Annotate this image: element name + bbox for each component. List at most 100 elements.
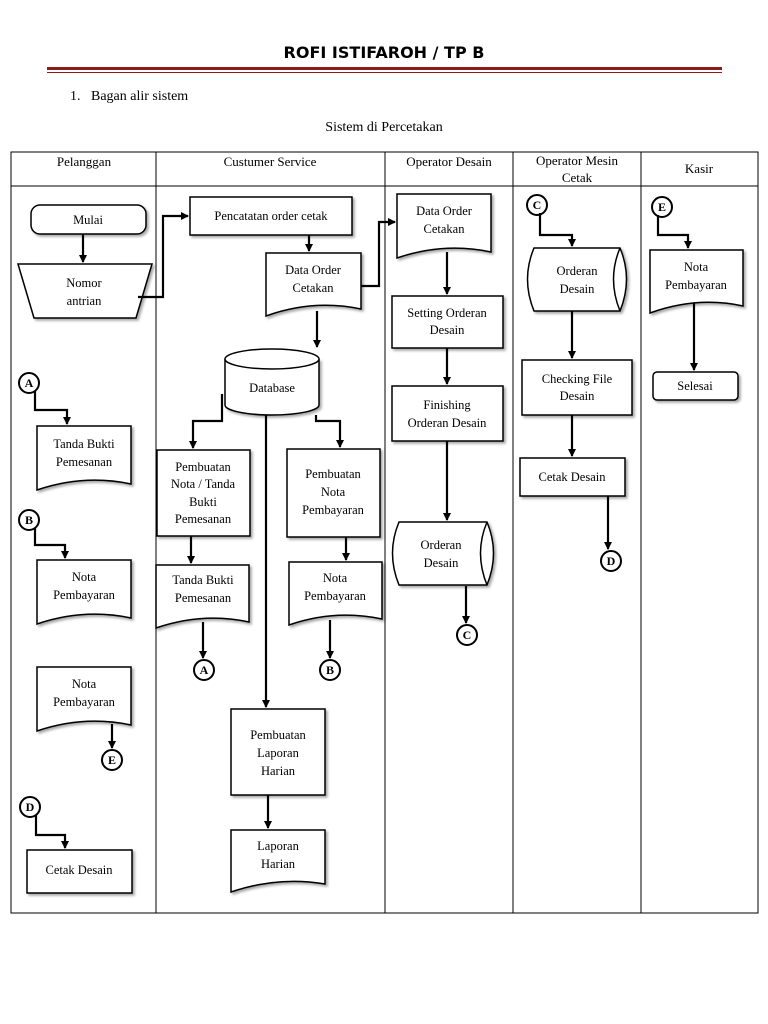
- connector-c-label-1: C: [463, 628, 472, 642]
- connector-e-kasir: E: [651, 196, 673, 218]
- data-order-cs-label-1: Data Order: [285, 263, 342, 277]
- tanda-bukti-cs-label-1: Tanda Bukti: [172, 573, 234, 587]
- data-order-cs-label-2: Cetakan: [293, 281, 335, 295]
- finishing-label-1: Finishing: [423, 398, 471, 412]
- document-laporan-harian: Laporan Harian: [230, 829, 326, 894]
- connector-c-label-2: C: [533, 198, 542, 212]
- setting-label-2: Desain: [430, 323, 465, 337]
- laporan-proc-label-1: Pembuatan: [250, 728, 306, 742]
- nota-1-label-1: Nota: [72, 570, 97, 584]
- process-pencatatan-order: Pencatatan order cetak: [189, 196, 353, 236]
- pembuatan-nota-bayar-label-1: Pembuatan: [305, 467, 361, 481]
- connector-b-cs: B: [319, 659, 341, 681]
- pembuatan-nota-tanda-label-4: Pemesanan: [175, 512, 232, 526]
- pembuatan-nota-tanda-label-2: Nota / Tanda: [171, 477, 236, 491]
- process-cetak-desain-mesin: Cetak Desain: [519, 457, 626, 497]
- process-setting-orderan: Setting Orderan Desain: [391, 295, 504, 349]
- connector-b-label: B: [25, 513, 33, 527]
- tanda-bukti-cs-label-2: Pemesanan: [175, 591, 232, 605]
- pembuatan-nota-bayar-label-3: Pembayaran: [302, 503, 365, 517]
- process-pembuatan-laporan-harian: Pembuatan Laporan Harian: [230, 708, 326, 796]
- lane-title-pelanggan: Pelanggan: [57, 154, 112, 169]
- setting-label-1: Setting Orderan: [407, 306, 487, 320]
- document-nota-pembayaran-kasir: Nota Pembayaran: [649, 249, 744, 315]
- swimlane-table: [10, 151, 759, 914]
- laporan-proc-label-2: Laporan: [257, 746, 299, 760]
- orderan-op-label-2: Desain: [424, 556, 459, 570]
- document-tanda-bukti-cs: Tanda Bukti Pemesanan: [155, 564, 250, 630]
- arrow-b-nota1: [33, 528, 69, 559]
- lane-title-operator-desain: Operator Desain: [406, 154, 492, 169]
- document-nota-pembayaran-pelanggan-2: Nota Pembayaran: [36, 666, 132, 733]
- storage-orderan-desain-mesin: Orderan Desain: [526, 247, 628, 312]
- connector-d-label-2: D: [607, 554, 616, 568]
- process-pembuatan-nota-tanda: Pembuatan Nota / Tanda Bukti Pemesanan: [156, 449, 251, 537]
- nomor-antrian-label-2: antrian: [67, 294, 102, 308]
- connector-a-pelanggan: A: [18, 372, 40, 394]
- heading-number: 1.: [70, 89, 81, 104]
- connector-a-label-2: A: [200, 663, 209, 677]
- pembuatan-nota-tanda-label-1: Pembuatan: [175, 460, 231, 474]
- storage-orderan-desain-operator: Orderan Desain: [391, 521, 495, 586]
- manual-input-nomor-antrian: Nomor antrian: [16, 263, 154, 319]
- flow-arrows: [33, 212, 698, 849]
- arrow-dataorder-operator: [361, 218, 396, 288]
- mulai-label: Mulai: [73, 213, 103, 227]
- document-data-order-operator: Data Order Cetakan: [396, 193, 492, 260]
- connector-a-cs: A: [193, 659, 215, 681]
- connector-c-operator: C: [456, 624, 478, 646]
- laporan-doc-label-2: Harian: [261, 857, 296, 871]
- arrow-e-nota: [656, 215, 692, 249]
- connector-e-label-1: E: [108, 753, 116, 767]
- arrow-c-orderan: [538, 213, 576, 247]
- finishing-label-2: Orderan Desain: [408, 416, 488, 430]
- selesai-label: Selesai: [677, 379, 713, 393]
- database-cylinder: Database: [224, 348, 320, 416]
- nota-cs-label-1: Nota: [323, 571, 348, 585]
- connector-a-label: A: [25, 376, 34, 390]
- arrow-a-tanda: [33, 391, 71, 425]
- nota-2-label-2: Pembayaran: [53, 695, 116, 709]
- database-label: Database: [249, 381, 295, 395]
- data-order-op-label-1: Data Order: [416, 204, 473, 218]
- data-order-op-label-2: Cetakan: [424, 222, 466, 236]
- section-heading: 1. Bagan alir sistem: [70, 89, 188, 105]
- heading-text: Bagan alir sistem: [91, 89, 189, 104]
- laporan-doc-label-1: Laporan: [257, 839, 299, 853]
- arrow-database-notatanda: [189, 394, 224, 449]
- tanda-bukti-label-1: Tanda Bukti: [53, 437, 115, 451]
- process-cetak-desain-pelanggan: Cetak Desain: [26, 849, 133, 894]
- connector-d-mesin: D: [600, 550, 622, 572]
- lane-title-customer-service: Custumer Service: [224, 154, 317, 169]
- nota-cs-label-2: Pembayaran: [304, 589, 367, 603]
- document-data-order-cs: Data Order Cetakan: [265, 252, 362, 318]
- connector-e-pelanggan: E: [101, 749, 123, 771]
- connector-d-label-1: D: [26, 800, 35, 814]
- orderan-mesin-label-2: Desain: [560, 282, 595, 296]
- lane-title-kasir: Kasir: [685, 161, 714, 176]
- nota-kasir-label-1: Nota: [684, 260, 709, 274]
- connector-b-pelanggan: B: [18, 509, 40, 531]
- document-tanda-bukti-pelanggan: Tanda Bukti Pemesanan: [36, 425, 132, 492]
- terminator-mulai: Mulai: [30, 204, 147, 235]
- orderan-op-label-1: Orderan: [421, 538, 463, 552]
- process-checking-file: Checking File Desain: [521, 359, 633, 416]
- orderan-mesin-label-1: Orderan: [557, 264, 599, 278]
- cetak-mesin-label: Cetak Desain: [539, 470, 607, 484]
- document-nota-pembayaran-cs: Nota Pembayaran: [288, 561, 383, 627]
- arrow-database-notabayar: [314, 415, 344, 448]
- checking-label-2: Desain: [560, 389, 595, 403]
- connector-e-label-2: E: [658, 200, 666, 214]
- process-pembuatan-nota-pembayaran: Pembuatan Nota Pembayaran: [286, 448, 381, 538]
- terminator-selesai: Selesai: [652, 371, 739, 401]
- title-rule-thin: [47, 72, 722, 73]
- tanda-bukti-label-2: Pemesanan: [56, 455, 113, 469]
- process-finishing-orderan: Finishing Orderan Desain: [391, 385, 504, 442]
- connector-c-mesin: C: [526, 194, 548, 216]
- title-rule-thick: [47, 67, 722, 70]
- nota-1-label-2: Pembayaran: [53, 588, 116, 602]
- arrow-nomor-pencatatan: [138, 212, 189, 299]
- arrow-d-cetak: [34, 815, 69, 849]
- diagram-caption: Sistem di Percetakan: [325, 120, 443, 135]
- pencatatan-label: Pencatatan order cetak: [214, 209, 328, 223]
